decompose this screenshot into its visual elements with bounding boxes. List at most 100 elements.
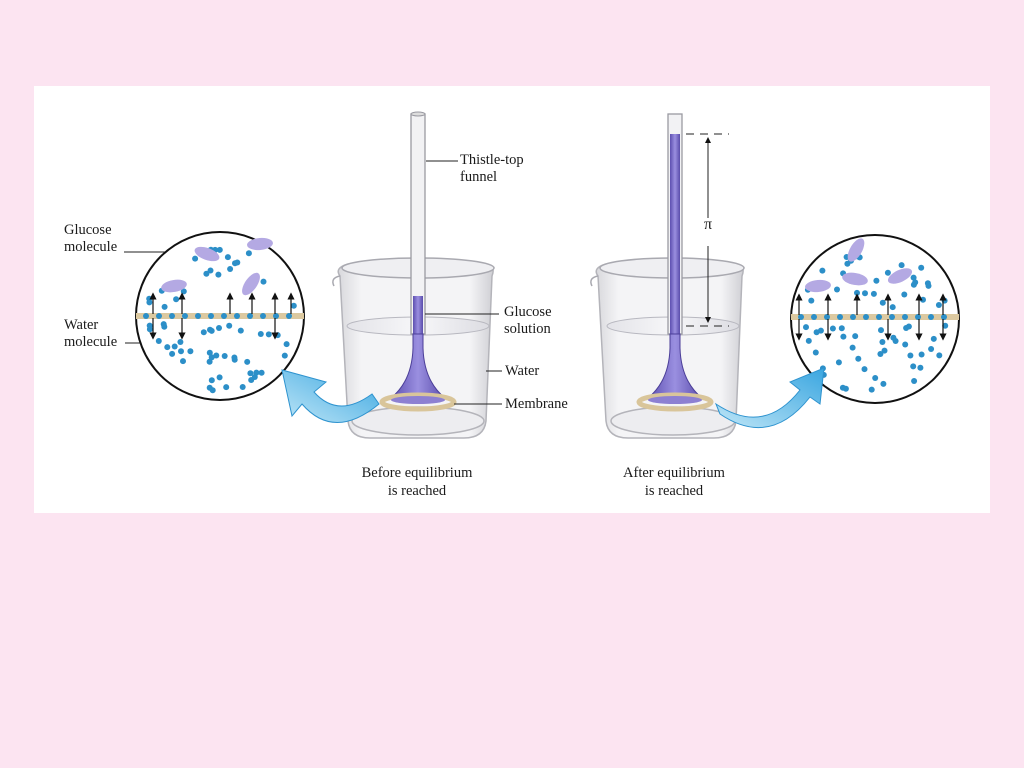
funnel-label-line2: funnel xyxy=(460,169,498,185)
water-molecule xyxy=(835,359,842,366)
water-molecule xyxy=(813,329,820,336)
water-molecule xyxy=(902,341,909,348)
membrane-water-molecule xyxy=(260,313,266,319)
water-molecule xyxy=(187,348,194,355)
water-molecule xyxy=(862,290,868,297)
water-molecule xyxy=(842,385,849,392)
water-molecule xyxy=(805,337,812,344)
glucose-solution-label: Glucose solution xyxy=(504,304,552,338)
membrane-label: Membrane xyxy=(505,396,568,412)
glucose-molecule-label: Glucose molecule xyxy=(64,222,117,256)
water-label: Water xyxy=(505,363,540,379)
water-molecule xyxy=(164,344,171,351)
water-molecule xyxy=(207,267,214,274)
diagram-panel: Thistle-top funnel Glucose solution Wate… xyxy=(34,86,990,513)
membrane-water-molecule xyxy=(221,313,227,319)
water-molecule xyxy=(173,296,180,303)
water-molecule xyxy=(237,327,244,334)
water-molecule xyxy=(223,384,230,391)
water-molecule xyxy=(161,303,168,310)
glucose-solution-line1: Glucose xyxy=(504,304,552,320)
water-molecule xyxy=(258,369,265,376)
water-molecule xyxy=(911,378,918,384)
water-molecule xyxy=(840,333,847,340)
water-molecule xyxy=(884,269,891,276)
water-molecule xyxy=(838,325,845,332)
water-molecule xyxy=(930,335,937,342)
water-molecule xyxy=(221,353,228,359)
water-molecule xyxy=(171,343,178,350)
pi-dimension xyxy=(686,133,729,327)
water-molecule xyxy=(169,350,176,357)
membrane-water-molecule xyxy=(182,313,188,319)
water-molecule xyxy=(861,366,868,373)
membrane-water-molecule xyxy=(798,314,804,320)
water-molecule xyxy=(180,358,186,365)
water-molecule xyxy=(855,355,862,362)
caption-after-line2: is reached xyxy=(644,483,704,499)
water-molecule xyxy=(226,322,233,329)
membrane-water-molecule xyxy=(156,313,162,319)
water-molecule xyxy=(216,374,223,381)
membrane-water-molecule xyxy=(850,314,856,320)
thistle-funnel-after xyxy=(636,113,714,412)
water-molecule xyxy=(868,386,875,393)
water-molecule xyxy=(901,291,908,298)
glucose-molecule-line1: Glucose xyxy=(64,222,112,238)
membrane-water-molecule xyxy=(273,313,279,319)
water-molecule xyxy=(849,344,856,351)
water-molecule xyxy=(829,325,836,332)
membrane-water-molecule xyxy=(902,314,908,320)
funnel-label-line1: Thistle-top xyxy=(460,152,524,168)
membrane-water-molecule xyxy=(915,314,921,320)
magnified-view-after xyxy=(790,234,960,404)
water-molecule xyxy=(207,326,213,333)
membrane-water-molecule xyxy=(811,314,817,320)
membrane-water-molecule xyxy=(143,313,149,319)
glucose-molecule xyxy=(805,279,831,293)
water-molecule xyxy=(253,369,260,376)
glucose-molecule xyxy=(194,246,220,262)
membrane-water-molecule xyxy=(928,314,934,320)
water-molecule xyxy=(917,364,924,371)
water-molecule xyxy=(245,250,252,257)
membrane-water-molecule xyxy=(286,313,292,319)
water-molecule xyxy=(935,302,942,308)
water-molecule xyxy=(918,264,925,271)
membrane-water-molecule xyxy=(169,313,175,319)
water-molecule xyxy=(208,377,215,384)
glucose-molecule xyxy=(842,272,868,286)
water-molecule xyxy=(870,290,877,297)
water-molecule-label: Water molecule xyxy=(64,317,117,351)
caption-after: After equilibrium is reached xyxy=(584,464,764,500)
pi-label: π xyxy=(704,216,713,233)
water-molecule xyxy=(873,277,880,284)
water-molecule xyxy=(239,384,246,390)
zoom-arrow-left xyxy=(281,369,380,423)
water-molecule xyxy=(203,270,210,277)
water-molecule xyxy=(852,333,859,340)
water-molecule xyxy=(910,274,917,281)
water-molecule xyxy=(231,356,238,363)
water-molecule xyxy=(260,278,267,285)
water-molecule xyxy=(177,339,184,345)
osmosis-diagram xyxy=(124,111,960,439)
water-molecule xyxy=(224,254,231,261)
membrane-water-molecule xyxy=(234,313,240,319)
water-molecule xyxy=(160,321,167,328)
water-molecule xyxy=(924,280,931,287)
water-molecule xyxy=(920,296,926,303)
water-molecule xyxy=(178,348,184,355)
water-molecule xyxy=(881,347,888,354)
water-molecule xyxy=(803,324,809,331)
water-molecule xyxy=(227,266,234,272)
water-molecule xyxy=(244,358,251,365)
water-molecule xyxy=(213,352,220,359)
water-molecule xyxy=(192,255,199,262)
water-molecule xyxy=(257,331,264,337)
molecules-before xyxy=(143,237,297,394)
water-molecule xyxy=(146,326,153,333)
glucose-molecule xyxy=(847,238,865,262)
membrane-water-molecule xyxy=(876,314,882,320)
water-molecule xyxy=(155,338,162,344)
